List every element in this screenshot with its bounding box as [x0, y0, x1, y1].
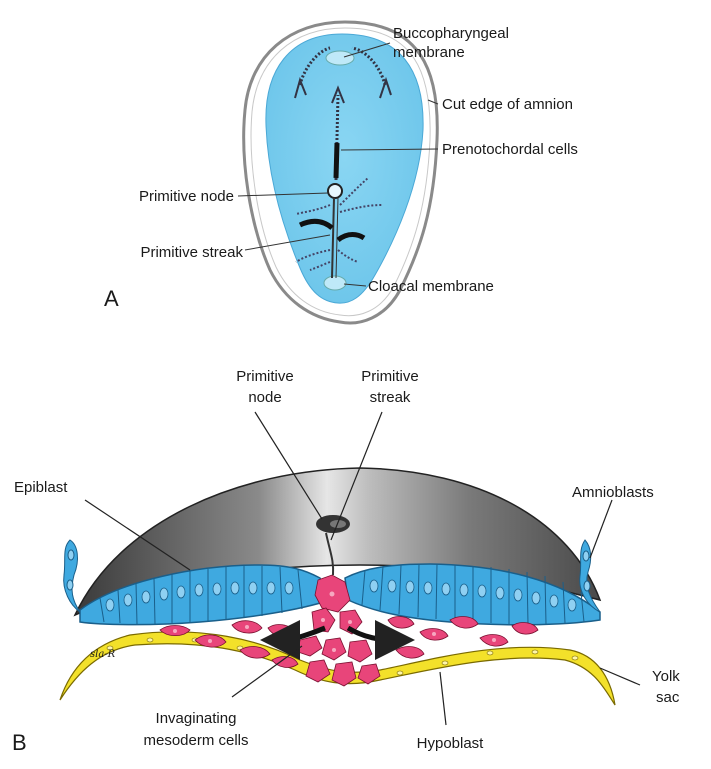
label-prenotochordal: Prenotochordal cells — [442, 141, 578, 158]
label-primitive-node-b-2: node — [248, 389, 281, 406]
migration-arrow-left — [260, 619, 326, 660]
label-hypoblast: Hypoblast — [417, 735, 485, 752]
label-primitive-streak-a: Primitive streak — [140, 244, 243, 261]
label-epiblast: Epiblast — [14, 479, 68, 496]
mesoderm-cells — [159, 574, 539, 687]
label-amnioblasts: Amnioblasts — [572, 484, 654, 501]
label-yolk-sac-1: Yolk — [652, 668, 680, 685]
label-yolk-sac-2: sac — [656, 689, 680, 706]
label-buccopharyngeal-1: Buccopharyngeal — [393, 25, 509, 42]
label-buccopharyngeal-2: membrane — [393, 44, 465, 61]
panel-a: Buccopharyngeal membrane Cut edge of amn… — [104, 20, 578, 325]
panel-b: sla-R Primitive node Primitive streak Ep… — [12, 368, 680, 755]
label-primitive-node-b-1: Primitive — [236, 368, 294, 385]
label-cut-edge: Cut edge of amnion — [442, 96, 573, 113]
label-primitive-node-a: Primitive node — [139, 188, 234, 205]
label-primitive-streak-b-1: Primitive — [361, 368, 419, 385]
primitive-streak — [331, 197, 335, 279]
label-primitive-streak-b-2: streak — [370, 389, 411, 406]
panel-b-letter: B — [12, 730, 27, 755]
prenotochordal-cells — [333, 142, 340, 179]
label-invaginating-1: Invaginating — [156, 710, 237, 727]
label-invaginating-2: mesoderm cells — [143, 732, 248, 749]
buccopharyngeal-membrane — [325, 50, 355, 66]
cloacal-membrane — [323, 275, 347, 291]
embryonic-disc — [265, 33, 424, 304]
artist-signature: sla-R — [90, 649, 116, 660]
label-cloacal: Cloacal membrane — [368, 278, 494, 295]
panel-a-letter: A — [104, 286, 119, 311]
primitive-node — [327, 183, 343, 199]
amnioblasts — [63, 539, 601, 613]
migration-arrow-right — [346, 619, 415, 660]
epiblast-layer — [79, 563, 601, 626]
